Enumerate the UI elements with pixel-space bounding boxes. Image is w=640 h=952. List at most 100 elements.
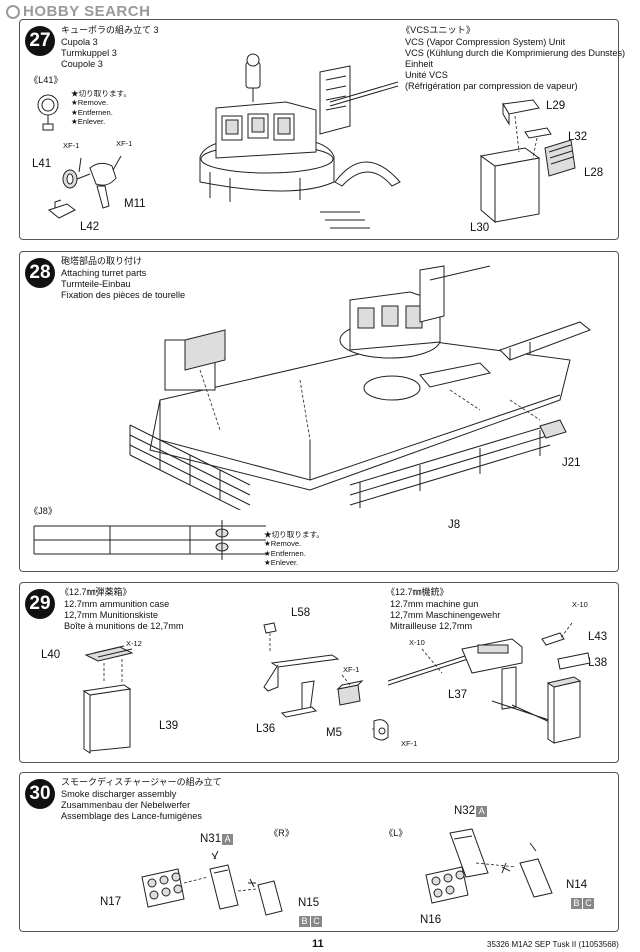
legend-en: ★Remove. [71,98,109,108]
legend-ja: ★切り取ります。 [264,530,324,539]
step-27-title-de: Turmkuppel 3 [61,48,117,58]
machine-gun-drawing [387,622,591,744]
vcs-title-de-2: Einheit [405,59,434,69]
smoke-discharger-r-drawing [141,850,283,916]
step-28-title-de: Turmteile-Einbau [61,279,131,289]
box-c-r: C [311,916,322,927]
side-l-label: 《L》 [384,828,408,838]
turret-assembly-drawing [129,265,591,510]
part-x12: X-12 [126,639,142,648]
step-30-title-de: Zusammenbau der Nebelwerfer [61,800,191,810]
step-27-title-en: Cupola 3 [61,37,98,47]
part-l41: L41 [32,158,52,170]
part-l43: L43 [588,631,608,643]
vcs-title-en: VCS (Vapor Compression System) Unit [405,37,566,47]
watermark-logo-icon [6,4,20,19]
part-l28: L28 [584,167,604,179]
part-x10-a: X-10 [572,600,588,609]
mg-title-de: 12,7mm Maschinengewehr [390,610,501,620]
box-b-r: B [299,916,310,927]
step-28-title-fr: Fixation des pièces de tourelle [61,290,186,300]
step-30-title-ja: スモークディスチャージャーの組み立て [61,777,222,787]
part-j21: J21 [562,457,581,469]
ammo-title-en: 12.7mm ammunition case [64,599,170,609]
part-m11: M11 [124,198,146,210]
l41-m11-drawing [47,155,122,219]
part-xf1-d: XF-1 [401,739,418,748]
legend-de: ★Entfernen. [264,548,306,558]
ammo-title-de: 12,7mm Munitionskiste [64,610,158,620]
footer-code: 35326 M1A2 SEP Tusk II (11053568) [487,940,619,949]
step-30-panel: 30 スモークディスチャージャーの組み立て Smoke discharger a… [19,772,619,932]
part-n16: N16 [420,914,442,926]
legend-en: ★Remove. [264,539,302,549]
j8-sprue-drawing [33,520,266,560]
step-27-number: 27 [25,26,55,56]
step-28-number: 28 [25,258,55,288]
ammo-title-fr: Boîte à munitions de 12,7mm [64,621,184,631]
part-j8: J8 [448,519,461,531]
watermark: HOBBY SEARCH [6,3,150,20]
box-c-l: C [583,898,594,909]
part-l42: L42 [80,221,100,233]
part-xf1-c: XF-1 [343,665,360,674]
step-28-panel: 28 砲塔部品の取り付け Attaching turret parts Turm… [19,251,619,572]
sub-j8-label: 《J8》 [29,506,58,516]
vcs-title-de: VCS (Kühlung durch die Komprimierung des… [405,48,626,58]
legend-27: ★切り取ります。 ★Remove. ★Entfernen. ★Enlever. [71,89,131,127]
cupola-assembly-drawing [199,53,401,229]
step-30-title-en: Smoke discharger assembly [61,789,177,799]
part-n31-label: N31 [200,833,222,845]
step-28-title-en: Attaching turret parts [61,268,147,278]
box-a-l: A [476,806,488,817]
part-l38: L38 [588,657,608,669]
part-n17: N17 [100,896,122,908]
part-l37: L37 [448,689,468,701]
vcs-unit-drawing [479,99,576,224]
legend-fr: ★Enlever. [264,558,299,568]
mg-title-fr: Mitrailleuse 12,7mm [390,621,473,631]
step-27-title-fr: Coupole 3 [61,59,103,69]
step-30-number: 30 [25,779,55,809]
part-xf1-a: XF-1 [63,141,80,150]
vcs-title-fr: Unité VCS [405,70,448,80]
side-r-label: 《R》 [269,828,295,838]
step-30-title-fr: Assemblage des Lance-fumigènes [61,811,202,821]
part-n32-label: N32 [454,805,476,817]
sub-l41-label: 《L41》 [29,75,63,85]
step-27-title-ja: キューポラの組み立て 3 [61,25,159,35]
vcs-title-ja: 《VCSユニット》 [401,25,476,35]
smoke-discharger-l-drawing [425,828,553,904]
legend-ja: ★切り取ります。 [71,89,131,98]
ammo-title-ja: 《12.7㎜弾薬箱》 [60,587,132,597]
box-a-r: A [222,834,234,845]
l41-sprue-drawing [37,94,59,131]
page-number: 11 [312,938,324,950]
part-n14: N14 [566,879,588,891]
box-b-l: B [571,898,582,909]
part-l58: L58 [291,607,311,619]
part-l36: L36 [256,723,276,735]
part-l30: L30 [470,222,490,234]
ammo-case-drawing [82,645,134,754]
part-l29: L29 [546,100,566,112]
part-x10-b: X-10 [409,638,425,647]
part-l40: L40 [41,649,61,661]
vcs-title-fr-2: (Réfrigération par compression de vapeur… [405,81,578,91]
step-29-number: 29 [25,589,55,619]
part-l32: L32 [568,131,588,143]
step-29-panel: 29 《12.7㎜弾薬箱》 12.7mm ammunition case 12,… [19,582,619,763]
mg-title-ja: 《12.7㎜機銃》 [386,587,449,597]
legend-de: ★Entfernen. [71,107,113,117]
mg-title-en: 12.7mm machine gun [390,599,479,609]
part-n15: N15 [298,897,320,909]
part-m5: M5 [326,727,342,739]
part-xf1-b: XF-1 [116,139,133,148]
part-l39: L39 [159,720,179,732]
step-27-panel: 27 キューポラの組み立て 3 Cupola 3 Turmkuppel 3 Co… [19,19,625,240]
step-28-title-ja: 砲塔部品の取り付け [61,256,143,266]
